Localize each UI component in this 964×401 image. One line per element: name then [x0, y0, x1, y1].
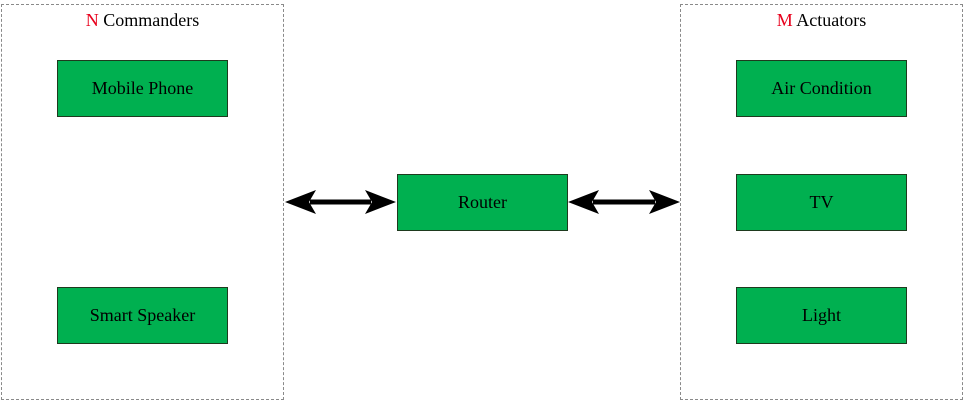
air-condition-node: Air Condition — [736, 60, 907, 117]
mobile-phone-node: Mobile Phone — [57, 60, 228, 117]
commanders-title: N Commanders — [2, 10, 283, 30]
router-actuators-arrowhead-left — [568, 190, 599, 214]
air-condition-label: Air Condition — [771, 78, 872, 98]
tv-label: TV — [809, 192, 834, 212]
commanders-group: N Commanders — [1, 4, 284, 400]
mobile-phone-label: Mobile Phone — [91, 78, 194, 98]
light-node: Light — [736, 287, 907, 344]
smart-speaker-label: Smart Speaker — [89, 305, 196, 325]
commanders-router-arrowhead-right — [365, 190, 396, 214]
router-node: Router — [397, 174, 568, 231]
actuators-group: M Actuators — [680, 4, 963, 400]
commanders-label: Commanders — [103, 10, 200, 30]
actuators-label: Actuators — [796, 10, 867, 30]
actuators-title: M Actuators — [681, 10, 962, 30]
actuators-count-letter: M — [776, 10, 793, 30]
light-label: Light — [802, 305, 841, 325]
commanders-count-letter: N — [85, 10, 99, 30]
commanders-router-arrow — [285, 190, 396, 214]
router-label: Router — [458, 192, 507, 212]
commanders-router-arrowhead-left — [285, 190, 316, 214]
router-actuators-arrow — [568, 190, 680, 214]
smart-speaker-node: Smart Speaker — [57, 287, 228, 344]
router-actuators-arrowhead-right — [649, 190, 680, 214]
tv-node: TV — [736, 174, 907, 231]
